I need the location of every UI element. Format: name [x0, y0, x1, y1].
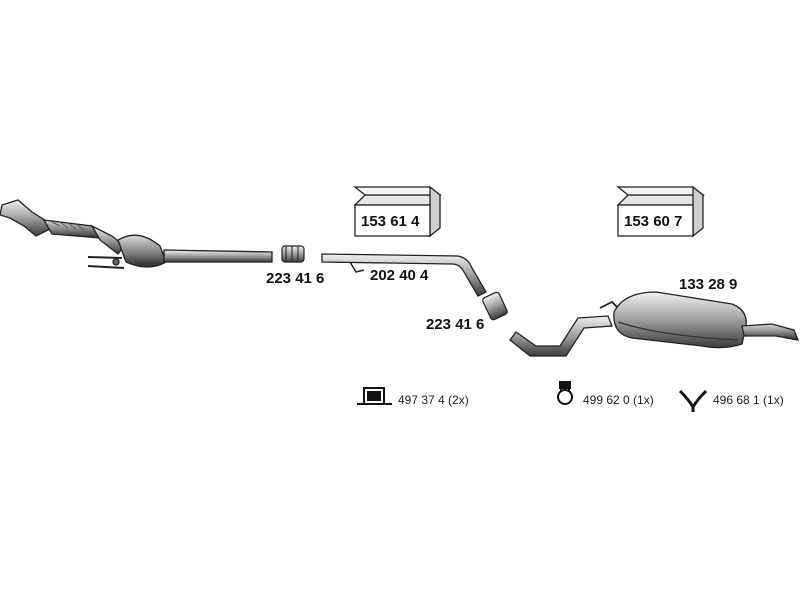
middle-pipe	[321, 253, 487, 297]
label-bracket: 497 37 4 (2x)	[398, 393, 469, 407]
kit-box-left-graphic	[353, 185, 442, 238]
label-kit-right: 153 60 7	[624, 213, 683, 230]
label-front-pipe: 202 40 4	[370, 267, 429, 284]
bracket-icon	[357, 387, 392, 405]
label-kit-left: 153 61 4	[361, 213, 420, 230]
label-clamp-middle: 223 41 6	[426, 316, 485, 333]
catalytic-converter-assembly	[0, 199, 273, 269]
pipe-clamp-middle	[482, 291, 508, 321]
pipe-clamp-left	[281, 245, 305, 263]
label-hanger: 496 68 1 (1x)	[713, 393, 784, 407]
label-rear-silencer: 133 28 9	[679, 276, 738, 293]
kit-box-right-graphic	[616, 185, 705, 238]
rear-silencer-assembly	[509, 291, 800, 357]
hanger-icon	[678, 389, 708, 412]
label-clamp-left: 223 41 6	[266, 270, 325, 287]
label-rubber-mount: 499 62 0 (1x)	[583, 393, 654, 407]
rubber-mount-icon	[557, 381, 573, 405]
